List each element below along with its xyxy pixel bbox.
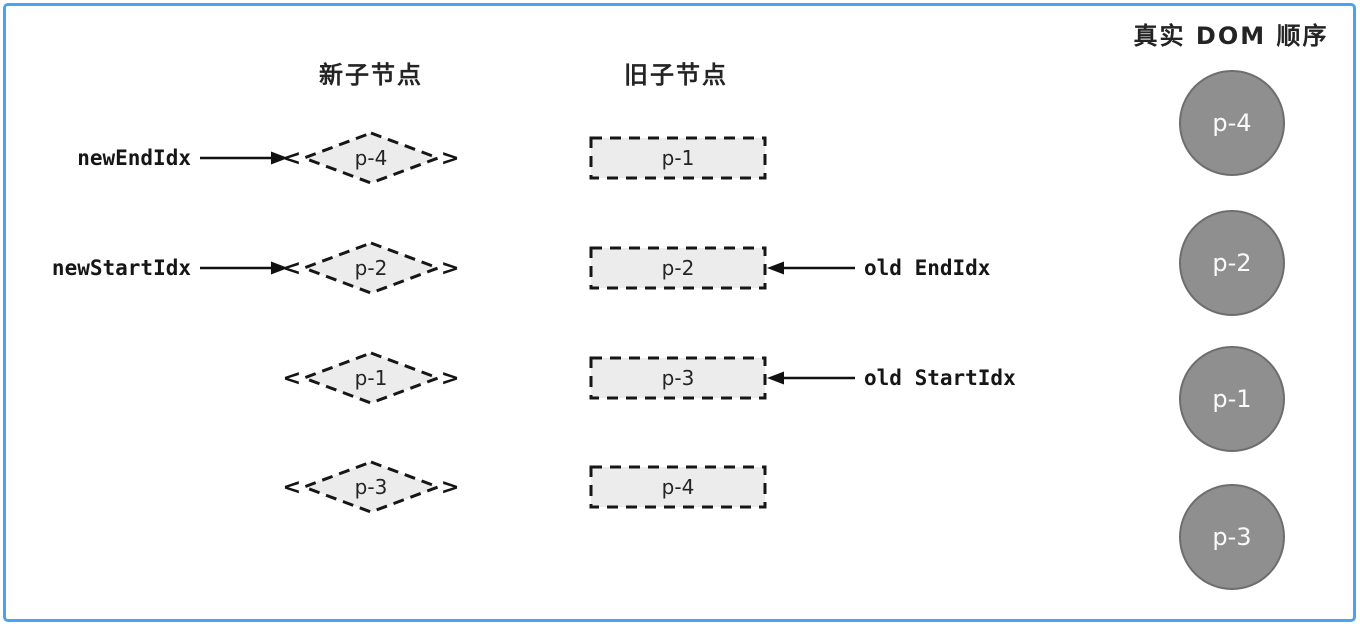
old-node-p1: p-1 [589,136,767,180]
angle-left-glyph: < [283,254,300,282]
arrow-right-icon [200,261,288,275]
dom-circle-p4: p-4 [1179,70,1285,176]
dom-circle-label: p-3 [1212,523,1252,551]
angle-left-glyph: < [283,144,300,172]
dom-circle-p1: p-1 [1179,346,1285,452]
angle-right-glyph: > [442,254,459,282]
dom-circle-label: p-2 [1212,249,1252,277]
angle-right-glyph: > [442,473,459,501]
new-node-p1: < p-1 > [283,349,459,407]
new-node-label: p-1 [354,366,388,390]
old-end-idx-pointer: old EndIdx [767,253,990,283]
old-node-p4: p-4 [589,465,767,509]
new-node-label: p-3 [354,475,388,499]
diamond-shape: p-4 [301,129,441,187]
old-end-idx-label: old EndIdx [864,256,991,280]
arrow-left-icon [767,261,855,275]
arrow-left-icon [767,371,855,385]
angle-left-glyph: < [283,364,300,392]
old-start-idx-pointer: old StartIdx [767,363,1016,393]
new-node-label: p-4 [354,146,388,170]
diamond-shape: p-2 [301,239,441,297]
old-node-p2: p-2 [589,246,767,290]
diagram-frame-border [3,3,1356,622]
new-end-idx-label: newEndIdx [77,146,191,170]
old-node-label: p-4 [661,475,695,499]
real-dom-order-header: 真实 DOM 顺序 [1133,22,1329,50]
new-node-p2: < p-2 > [283,239,459,297]
diamond-shape: p-1 [301,349,441,407]
old-start-idx-label: old StartIdx [864,366,1016,390]
new-node-p3: < p-3 > [283,458,459,516]
old-node-p3: p-3 [589,356,767,400]
dom-circle-p2: p-2 [1179,210,1285,316]
angle-left-glyph: < [283,473,300,501]
new-node-label: p-2 [354,256,388,280]
arrow-right-icon [200,151,288,165]
dom-circle-label: p-1 [1212,385,1252,413]
dom-circle-p3: p-3 [1179,484,1285,590]
dom-circle-label: p-4 [1212,109,1252,137]
angle-right-glyph: > [442,144,459,172]
old-children-header: 旧子节点 [624,61,728,89]
new-children-header: 新子节点 [319,61,423,89]
new-end-idx-pointer: newEndIdx [40,143,288,173]
diamond-shape: p-3 [301,458,441,516]
new-start-idx-label: newStartIdx [51,256,191,280]
old-node-label: p-3 [661,366,695,390]
new-start-idx-pointer: newStartIdx [40,253,288,283]
angle-right-glyph: > [442,364,459,392]
old-node-label: p-2 [661,256,695,280]
old-node-label: p-1 [661,146,695,170]
new-node-p4: < p-4 > [283,129,459,187]
